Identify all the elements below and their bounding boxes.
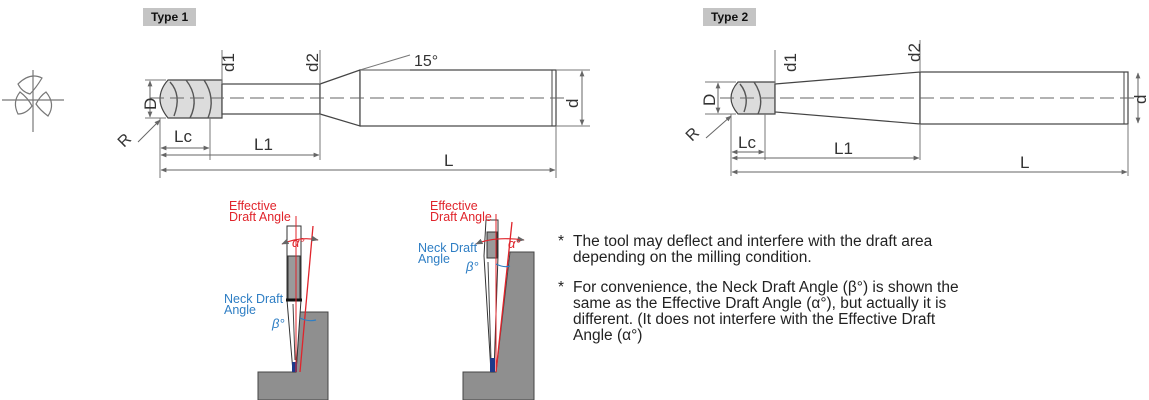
type2-d1-label: d1 — [781, 53, 800, 72]
type2-L-label: L — [1020, 153, 1029, 172]
type2-R-label: R — [683, 125, 703, 145]
type1-angle-label: 15° — [414, 53, 438, 70]
type1-L-label: L — [444, 151, 453, 170]
detail1-alpha-label: α° — [292, 235, 305, 250]
detail2-beta-label: β° — [465, 259, 479, 274]
type1-tool-drawing — [137, 50, 590, 178]
type1-D-label: D — [141, 98, 160, 110]
type1-L1-label: L1 — [254, 135, 273, 154]
type1-d2-label: d2 — [303, 53, 322, 72]
type2-tag: Type 2 — [703, 8, 757, 26]
type2-tool-drawing — [705, 40, 1141, 176]
detail2-alpha-label: α° — [508, 236, 521, 251]
detail1-beta-label: β° — [271, 316, 285, 331]
type1-d-label: d — [563, 99, 582, 108]
type2-L1-label: L1 — [834, 139, 853, 158]
type1-d1-label: d1 — [219, 53, 238, 72]
note-2: * For convenience, the Neck Draft Angle … — [558, 280, 1118, 344]
type1-flute — [159, 79, 223, 119]
type1-R-label: R — [115, 131, 135, 151]
type2-Lc-label: Lc — [738, 133, 756, 152]
detail2-workpiece — [462, 251, 535, 400]
type2-d2-label: d2 — [905, 43, 924, 62]
detail1-drawing — [257, 216, 329, 400]
detail2-drawing — [462, 214, 535, 400]
type2-D-label: D — [700, 94, 719, 106]
type1-Lc-label: Lc — [174, 127, 192, 146]
note-1: * The tool may deflect and interfere wit… — [558, 234, 1118, 266]
note-2-text: For convenience, the Neck Draft Angle (β… — [573, 279, 959, 344]
tool-end-view-icon — [2, 70, 64, 132]
type1-tag: Type 1 — [143, 8, 197, 26]
note-1-text: The tool may deflect and interfere with … — [573, 233, 933, 266]
note-1-bullet: * — [558, 233, 565, 250]
note-2-bullet: * — [558, 279, 565, 296]
type2-d-label: d — [1131, 95, 1149, 104]
